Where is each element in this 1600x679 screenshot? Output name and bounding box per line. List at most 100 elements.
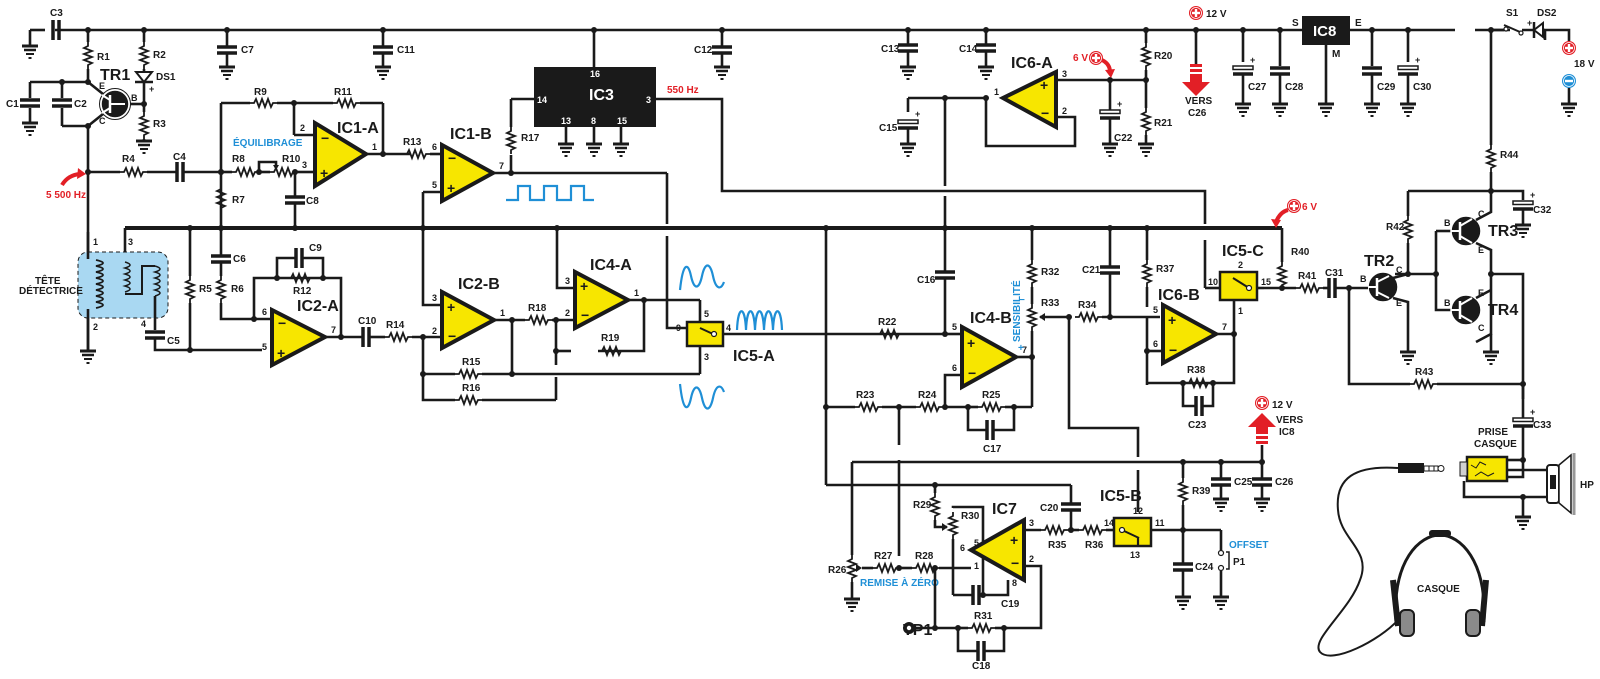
sine-wave-bottom-icon (678, 383, 726, 410)
label-c13: C13 (881, 44, 900, 55)
tr3-c: C (1478, 209, 1485, 219)
label-tr4: TR4 (1488, 302, 1518, 319)
label-r29: R29 (913, 500, 932, 511)
headphone-jack[interactable] (1459, 455, 1509, 483)
ic5c-pin10: 10 (1208, 277, 1218, 287)
svg-text:−: − (581, 307, 589, 323)
ic2b-pin3: 3 (432, 293, 437, 303)
tr4-e: E (1478, 288, 1484, 298)
label-r27: R27 (874, 551, 893, 562)
svg-text:−: − (448, 150, 456, 166)
ic6a-pin1: 1 (994, 87, 999, 97)
label-ic2a: IC2-A (297, 298, 339, 315)
ic1b-pin5: 5 (432, 180, 437, 190)
sens-plus: + (1018, 343, 1024, 354)
label-c22: C22 (1114, 133, 1133, 144)
transistor-tr1 (99, 88, 131, 120)
label-c17: C17 (983, 444, 1002, 455)
ic8-pin-s: S (1292, 18, 1299, 29)
label-r24: R24 (918, 390, 937, 401)
label-r23: R23 (856, 390, 875, 401)
label-r39: R39 (1192, 486, 1211, 497)
svg-text:+: + (1010, 532, 1018, 548)
ic5b-pin13: 13 (1130, 550, 1140, 560)
test-point-tp1[interactable] (903, 622, 915, 634)
ic5b-pin11: 11 (1155, 518, 1165, 528)
svg-text:−: − (968, 365, 976, 381)
label-ic8: IC8 (1313, 23, 1336, 40)
label-r18: R18 (528, 303, 547, 314)
ic5a-switch: 9 5 4 3 IC5-A (665, 236, 945, 410)
label-r6: R6 (231, 284, 244, 295)
ic5b-pin14: 14 (1104, 518, 1114, 528)
label-r36: R36 (1085, 540, 1104, 551)
ic1a-stage: R9 R11 2 R8 R10 ÉQUILIBRAGE 3 C8 R7 − + … (216, 87, 410, 230)
ic1b-pin7: 7 (499, 161, 504, 171)
ic7-pin8: 8 (1012, 578, 1017, 588)
v18-label: 18 V (1574, 59, 1595, 70)
offset-button-p1[interactable] (1217, 549, 1230, 572)
ic7-ic5b-stage: R26 R27 R28 REMISE À ZÉRO R29 R30 C19 5 … (826, 395, 1304, 672)
decoupling-caps: C7 C11 C12 C13 C14 (215, 27, 998, 81)
ic6b-ic5c-stage: R37 5 6 + − IC6-B 7 R38 C23 10 2 15 1 IC… (1142, 228, 1271, 431)
ic4a-pin2: 2 (565, 308, 570, 318)
ic6a-stage: C15 + − IC6-A 1 3 2 C22 6 V R20 R21 (879, 27, 1173, 228)
audio-output: PRISE CASQUE HP (1317, 427, 1594, 657)
label-c10: C10 (358, 316, 377, 327)
label-c18: C18 (972, 661, 991, 672)
label-c32: C32 (1533, 205, 1552, 216)
capacitor-c3: C3 (20, 8, 63, 60)
svg-text:+: + (320, 165, 328, 181)
label-c23: C23 (1188, 420, 1207, 431)
label-c14: C14 (959, 44, 978, 55)
label-c28: C28 (1285, 82, 1304, 93)
ic7-pin1: 1 (974, 561, 979, 571)
ic4b-pin6: 6 (952, 363, 957, 373)
label-r35: R35 (1048, 540, 1067, 551)
ic5a-pin4: 4 (726, 323, 731, 333)
opamp-ic4a (573, 268, 633, 332)
ic8-pin-e: E (1355, 18, 1362, 29)
label-ic5a: IC5-A (733, 348, 775, 365)
ic2b-pin2: 2 (432, 326, 437, 336)
sens-minus: − (1019, 295, 1025, 306)
ic5c-pin15: 15 (1261, 277, 1271, 287)
square-wave-icon (506, 184, 594, 202)
label-ic5b: IC5-B (1100, 488, 1142, 505)
label-r20: R20 (1154, 51, 1173, 62)
opamp-ic2b (440, 288, 499, 352)
label-ic6b: IC6-B (1158, 287, 1200, 304)
ic3-pin15: 15 (617, 116, 627, 126)
label-c5: C5 (167, 336, 180, 347)
ic3-pin14: 14 (537, 95, 547, 105)
label-c21: C21 (1082, 265, 1101, 276)
label-c6: C6 (233, 254, 246, 265)
transistor-tr3 (1450, 215, 1482, 247)
label-r13: R13 (403, 137, 422, 148)
ic4b-pin5: 5 (952, 322, 957, 332)
svg-text:+: + (447, 299, 455, 315)
ic2a-stage: R5 C6 R6 R12 C9 6 5 − + IC2-A 7 C10 R14 (185, 228, 441, 369)
label-c1: C1 (6, 99, 19, 110)
coil-pin2: 2 (93, 322, 98, 332)
label-r16: R16 (462, 383, 481, 394)
opamp-ic7 (966, 516, 1026, 584)
label-c11: C11 (397, 45, 415, 56)
ic6b-pin7: 7 (1222, 322, 1227, 332)
svg-text:+: + (1527, 18, 1532, 28)
label-r11: R11 (334, 87, 352, 98)
ic4b-pin7: 7 (1022, 345, 1027, 355)
label-r37: R37 (1156, 264, 1175, 275)
tete-label: TÊTE (35, 274, 61, 287)
ic5b-pin12: 12 (1133, 506, 1143, 516)
svg-text:+: + (1168, 312, 1176, 328)
power-switch-s1[interactable] (1491, 24, 1524, 36)
ic2a-pin5: 5 (262, 342, 267, 352)
ic2b-pin1: 1 (500, 308, 505, 318)
opamp-ic6b (1161, 301, 1221, 367)
svg-text:−: − (321, 130, 329, 146)
ic3-pin16: 16 (590, 69, 600, 79)
ic2b-ic4a-stage: 2 3 + − IC2-B 1 R18 2 3 + − IC4-A 1 R19 (420, 228, 700, 405)
label-r14: R14 (386, 320, 405, 331)
diode-ds2 (1532, 20, 1544, 40)
